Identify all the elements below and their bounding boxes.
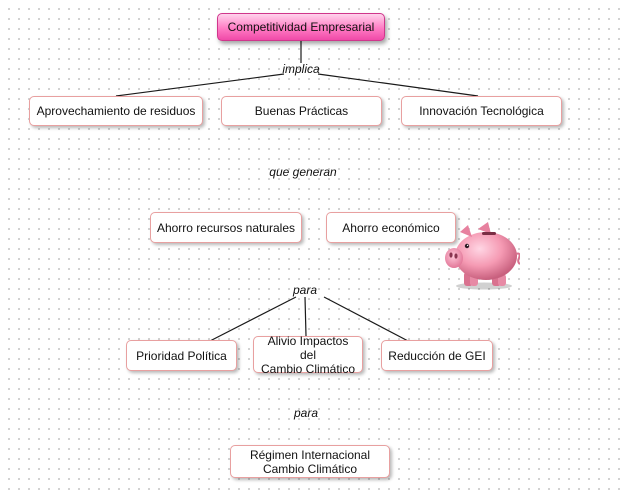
node-innovacion-tecnologica[interactable]: Innovación Tecnológica xyxy=(401,96,562,126)
node-label: Reducción de GEI xyxy=(388,348,486,363)
node-competitividad-empresarial[interactable]: Competitividad Empresarial xyxy=(217,13,385,41)
node-label: Ahorro recursos naturales xyxy=(156,220,296,235)
node-label: Alivio Impactos del Cambio Climático xyxy=(260,333,356,376)
node-label: Competitividad Empresarial xyxy=(227,20,375,34)
connector-para-to-alivio xyxy=(304,296,307,337)
node-label: Aprovechamiento de residuos xyxy=(36,104,196,118)
link-label-para-1: para xyxy=(292,283,318,297)
node-label: Prioridad Política xyxy=(136,348,227,363)
connector-implica-to-innovacion xyxy=(317,73,479,97)
node-ahorro-recursos-naturales[interactable]: Ahorro recursos naturales xyxy=(150,212,302,243)
node-alivio-impactos-cambio-climatico[interactable]: Alivio Impactos del Cambio Climático xyxy=(253,333,363,376)
link-label-para-2: para xyxy=(293,406,319,420)
node-prioridad-politica[interactable]: Prioridad Política xyxy=(126,340,237,371)
node-ahorro-economico[interactable]: Ahorro económico xyxy=(326,212,456,243)
link-label-implica: implica xyxy=(282,62,320,76)
node-aprovechamiento-residuos[interactable]: Aprovechamiento de residuos xyxy=(29,96,203,126)
node-label: Buenas Prácticas xyxy=(254,104,349,118)
connector-para-to-reduccion xyxy=(323,296,411,343)
link-label-que-generan: que generan xyxy=(269,165,337,179)
connector-implica-to-residuos xyxy=(115,73,285,97)
node-buenas-practicas[interactable]: Buenas Prácticas xyxy=(221,96,382,126)
piggy-bank-icon xyxy=(445,222,520,290)
node-label: Ahorro económico xyxy=(342,220,440,235)
node-label: Régimen Internacional Cambio Climático xyxy=(249,447,371,476)
node-label: Innovación Tecnológica xyxy=(419,104,544,118)
connector-para-to-prioridad xyxy=(207,296,297,343)
node-reduccion-gei[interactable]: Reducción de GEI xyxy=(381,340,493,371)
node-regimen-internacional-cambio-climatico[interactable]: Régimen Internacional Cambio Climático xyxy=(230,445,390,478)
